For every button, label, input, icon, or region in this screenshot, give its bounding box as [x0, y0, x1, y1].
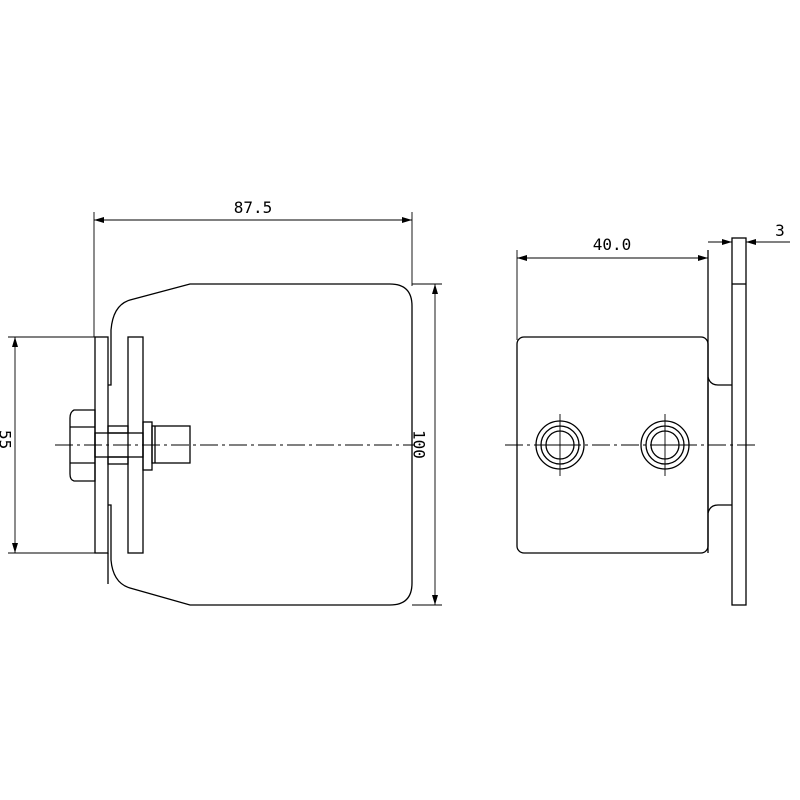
glass-edge	[731, 237, 747, 606]
dimension-width-label: 87.5	[234, 198, 273, 217]
side-view: 40.0 3	[505, 221, 790, 606]
bolt-head	[69, 409, 96, 482]
washer-top	[107, 425, 129, 434]
dimension-depth: 40.0	[516, 235, 708, 340]
dimension-clamp-label: 55	[0, 430, 14, 449]
glass-panel-outline	[108, 283, 413, 606]
bracket-notch-bottom	[707, 504, 732, 514]
dimension-thickness-label: 3	[775, 221, 785, 240]
bracket-notch-top	[707, 376, 732, 386]
front-view: 87.5 100 55	[0, 198, 442, 606]
dimension-depth-label: 40.0	[593, 235, 632, 254]
dimension-height-label: 100	[410, 430, 429, 459]
bolt-end	[151, 425, 191, 464]
washer-bottom	[107, 456, 129, 465]
nut	[142, 421, 153, 471]
dimension-thickness: 3	[708, 221, 790, 245]
dimension-clamp: 55	[0, 336, 95, 554]
dimension-height: 100	[410, 283, 442, 606]
dimension-width: 87.5	[93, 198, 413, 337]
